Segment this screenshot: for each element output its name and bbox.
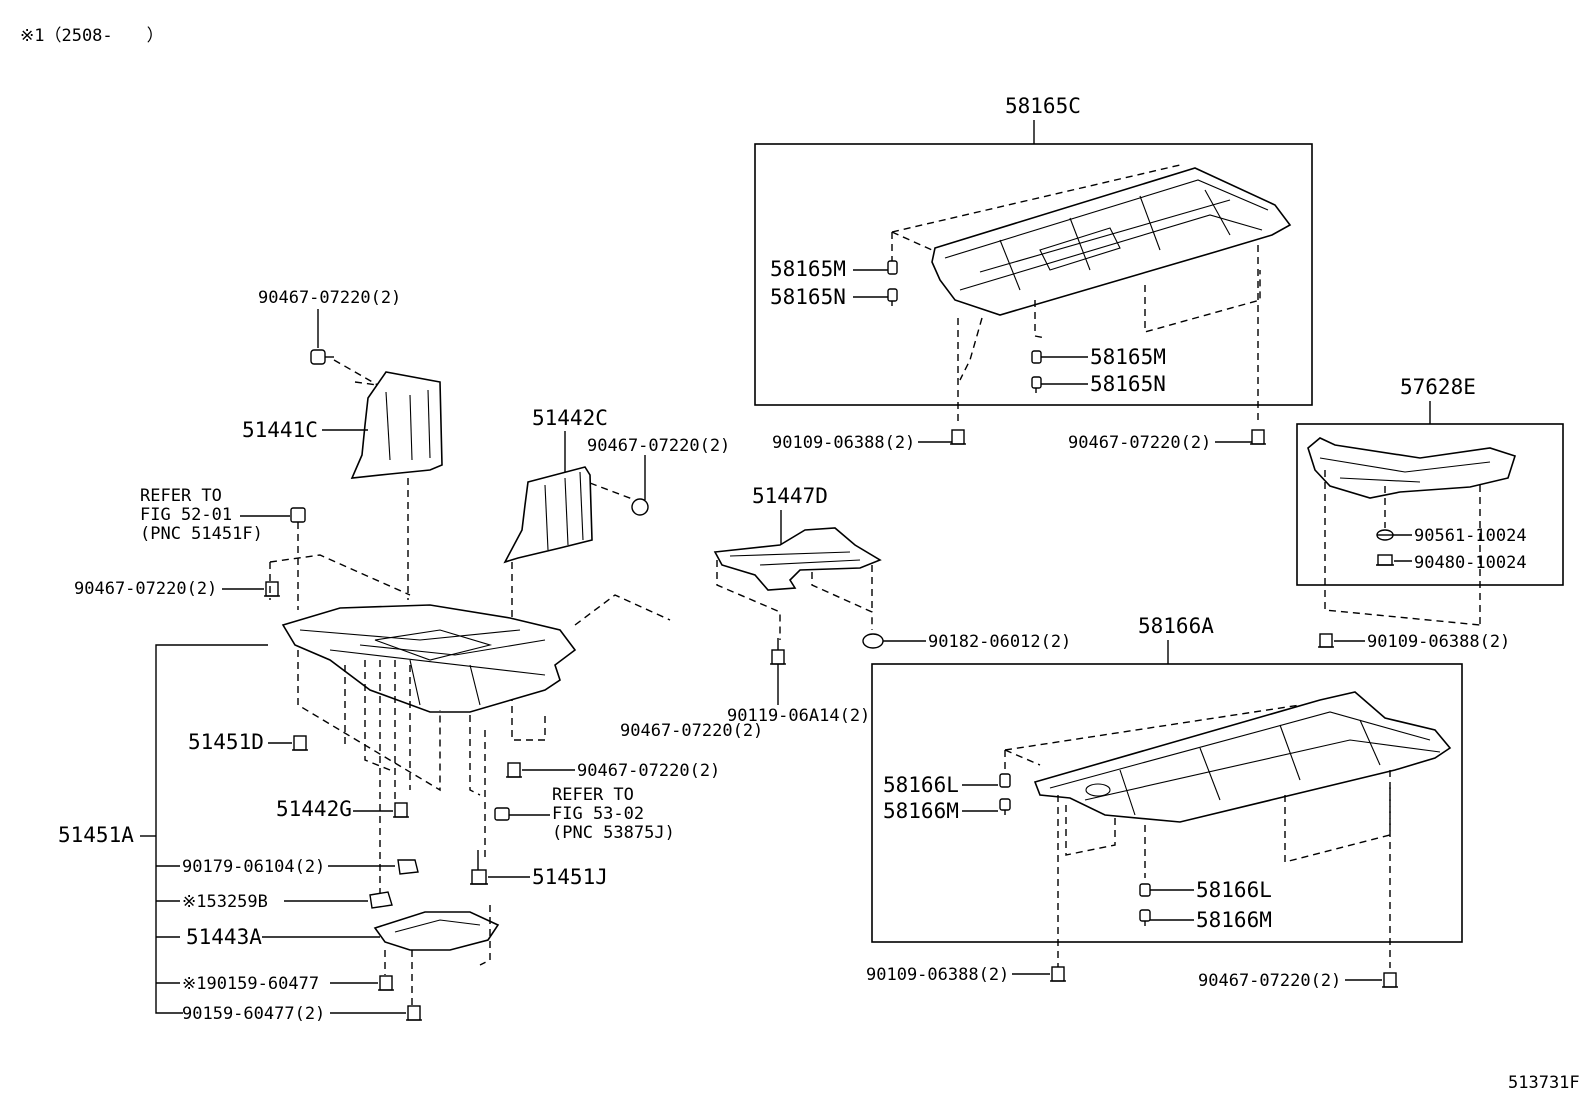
callout-58165N-a[interactable]: 58165N (770, 285, 846, 309)
bolt-90109-06388-c[interactable] (1050, 966, 1066, 982)
callout-90467-07220-e[interactable]: 90467-07220(2) (1198, 971, 1341, 991)
callout-58166M-b[interactable]: 58166M (1196, 908, 1272, 932)
clip-90467-07220-c[interactable] (631, 498, 649, 516)
nut-90179-06104[interactable] (397, 859, 419, 875)
under-cover-51451A[interactable] (281, 604, 577, 713)
callout-90561-10024[interactable]: 90561-10024 (1414, 526, 1527, 546)
refer-note-2-line3: (PNC 53875J) (552, 823, 675, 843)
clip-58166M-b[interactable] (1139, 909, 1151, 926)
bolt-90467-07220-a[interactable] (1250, 429, 1266, 445)
callout-90159-60477-a[interactable]: ※190159-60477 (182, 974, 319, 994)
callout-51447D[interactable]: 51447D (752, 484, 828, 508)
cover-57628E[interactable] (1307, 437, 1517, 499)
callout-58165N-b[interactable]: 58165N (1090, 372, 1166, 396)
callout-57628E[interactable]: 57628E (1400, 375, 1476, 399)
callout-58165M-b[interactable]: 58165M (1090, 345, 1166, 369)
refer-note-1-line3: (PNC 51451F) (140, 524, 263, 544)
clip-58165N-a[interactable] (887, 288, 898, 306)
brace-51447D[interactable] (713, 527, 882, 591)
callout-90480-10024[interactable]: 90480-10024 (1414, 553, 1527, 573)
bolt-90119-06A14[interactable] (770, 638, 786, 665)
clip-51451D[interactable] (292, 735, 308, 751)
clip-53875J[interactable] (494, 807, 510, 821)
cover-51442C[interactable] (503, 466, 593, 564)
under-cover-58166A[interactable] (1033, 691, 1452, 823)
refer-note-1-line2: FIG 52-01 (140, 505, 232, 525)
callout-53259B[interactable]: ※153259B (182, 892, 268, 912)
callout-90182-06012[interactable]: 90182-06012(2) (928, 632, 1071, 652)
box-57628E (1296, 423, 1564, 586)
clip-53259B[interactable] (369, 891, 393, 909)
group-58165C: 58165C 58165M (754, 94, 1313, 425)
clip-51442G[interactable] (393, 802, 409, 818)
refer-note-2-line2: FIG 53-02 (552, 804, 644, 824)
callout-90467-07220-mid[interactable]: 90467-07220(2) (620, 721, 763, 741)
callout-90467-07220-a[interactable]: 90467-07220(2) (1068, 433, 1211, 453)
callout-90467-07220-c[interactable]: 90467-07220(2) (587, 436, 730, 456)
bolt-90109-06388-b[interactable] (1318, 633, 1334, 648)
bolt-90467-07220-left[interactable] (264, 581, 280, 597)
callout-58165C[interactable]: 58165C (1005, 94, 1081, 118)
callout-58166L-b[interactable]: 58166L (1196, 878, 1272, 902)
callout-51451J[interactable]: 51451J (532, 865, 608, 889)
clip-90467-07220-d[interactable] (506, 762, 522, 778)
callout-90109-06388-a[interactable]: 90109-06388(2) (772, 433, 915, 453)
clip-58166L-b[interactable] (1139, 883, 1151, 897)
callout-90109-06388-c[interactable]: 90109-06388(2) (866, 965, 1009, 985)
callout-90467-07220-d[interactable]: 90467-07220(2) (577, 761, 720, 781)
clip-58165N-b[interactable] (1031, 376, 1042, 393)
callout-58166A[interactable]: 58166A (1138, 614, 1214, 638)
callout-90109-06388-b[interactable]: 90109-06388(2) (1367, 632, 1510, 652)
callout-90467-07220-left[interactable]: 90467-07220(2) (74, 579, 217, 599)
group-57628E: 57628E 90561-10024 90480-10024 (1296, 375, 1564, 626)
clip-90467-07220-top[interactable] (310, 349, 334, 365)
callout-51451D[interactable]: 51451D (188, 730, 264, 754)
refer-note-2-line1: REFER TO (552, 785, 634, 805)
refer-note-1-line1: REFER TO (140, 486, 222, 506)
nut-90480-10024[interactable] (1376, 554, 1394, 566)
callout-58166M-a[interactable]: 58166M (883, 799, 959, 823)
callout-51441C[interactable]: 51441C (242, 418, 318, 442)
header-note: ※1（2508- ） (20, 26, 164, 46)
clip-51451F[interactable] (290, 507, 306, 523)
bolt-90159-60477-a[interactable] (378, 975, 394, 991)
clip-58165M-b[interactable] (1031, 350, 1042, 364)
figure-code: 513731F (1508, 1073, 1580, 1093)
cover-51441C[interactable] (350, 371, 443, 479)
callout-58166L-a[interactable]: 58166L (883, 773, 959, 797)
callout-90119-06A14[interactable]: 90119-06A14(2) (727, 706, 870, 726)
group-58166A: 58166A 58166L 58166M (871, 614, 1463, 968)
under-cover-58165C[interactable] (931, 167, 1292, 316)
clip-58165M-a[interactable] (887, 260, 898, 275)
bolt-51451J[interactable] (470, 850, 488, 885)
callout-90467-07220-top[interactable]: 90467-07220(2) (258, 288, 401, 308)
nut-90561-10024[interactable] (1376, 529, 1394, 541)
cover-51443A[interactable] (373, 911, 500, 951)
bolt-90159-60477-b[interactable] (406, 1005, 422, 1021)
nut-90182-06012[interactable] (862, 633, 884, 649)
callout-51442C[interactable]: 51442C (532, 406, 608, 430)
clip-58166L-a[interactable] (999, 773, 1011, 788)
callout-51443A[interactable]: 51443A (186, 925, 262, 949)
callout-58165M-a[interactable]: 58165M (770, 257, 846, 281)
box-58166A (871, 663, 1463, 943)
clip-58166M-a[interactable] (999, 798, 1011, 815)
callout-51451A[interactable]: 51451A (58, 823, 134, 847)
callout-90179-06104[interactable]: 90179-06104(2) (182, 857, 325, 877)
bolt-90467-07220-e[interactable] (1382, 972, 1398, 988)
callout-51442G[interactable]: 51442G (276, 797, 352, 821)
box-58165C (754, 143, 1313, 406)
bolt-90109-06388-a[interactable] (950, 429, 966, 445)
callout-90159-60477-b[interactable]: 90159-60477(2) (182, 1004, 325, 1024)
